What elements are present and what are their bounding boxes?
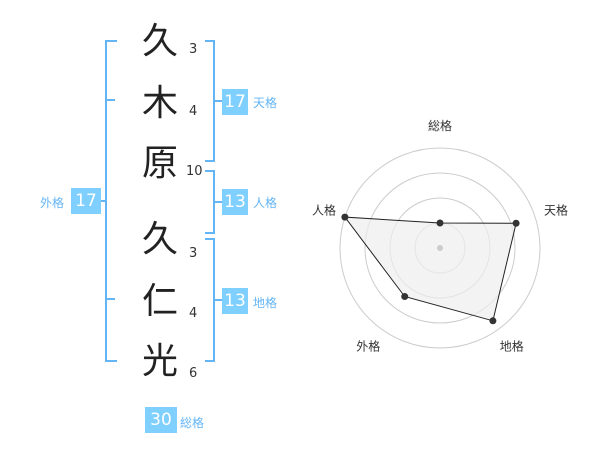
- surname-char-1: 久: [141, 21, 178, 62]
- jinkaku-value: 13: [222, 189, 248, 215]
- gaikaku-bracket-tick: [105, 298, 115, 300]
- surname-char-2: 木: [141, 83, 178, 124]
- chikaku-value: 13: [222, 288, 248, 314]
- given-stroke-2: 4: [189, 306, 198, 321]
- gaikaku-connector: [96, 200, 106, 202]
- gaikaku-label: 外格: [40, 196, 65, 210]
- soukaku-label: 総格: [180, 416, 205, 430]
- jinkaku-label: 人格: [253, 196, 278, 210]
- radar-axis-label: 総格: [428, 118, 452, 133]
- radar-center-point: [437, 245, 443, 251]
- jinkaku-connector: [213, 201, 222, 203]
- radar-axis-label: 外格: [356, 339, 380, 354]
- gaikaku-bracket-tick: [105, 99, 115, 101]
- given-char-1: 久: [141, 219, 178, 260]
- given-char-2: 仁: [141, 281, 178, 322]
- radar-axis-label: 人格: [312, 202, 336, 217]
- given-stroke-1: 3: [189, 246, 198, 261]
- radar-axis-label: 天格: [544, 202, 568, 217]
- radar-point: [436, 219, 444, 227]
- radar-point: [401, 293, 409, 301]
- tenkaku-connector: [213, 100, 222, 102]
- soukaku-value: 30: [145, 407, 177, 433]
- gaikaku-bracket: [105, 40, 117, 362]
- chikaku-connector: [213, 299, 222, 301]
- tenkaku-value: 17: [222, 89, 248, 115]
- given-char-3: 光: [141, 341, 178, 382]
- gaikaku-value: 17: [71, 188, 101, 214]
- radar-point: [512, 219, 520, 227]
- surname-stroke-3: 10: [186, 164, 203, 179]
- chikaku-label: 地格: [253, 296, 278, 310]
- radar-ring: [339, 147, 541, 349]
- tenkaku-label: 天格: [253, 96, 278, 110]
- radar-axis-label: 地格: [500, 339, 524, 354]
- radar-point: [489, 317, 497, 325]
- radar-ring: [364, 172, 516, 324]
- surname-stroke-1: 3: [189, 42, 198, 57]
- radar-area: [343, 216, 517, 322]
- radar-point: [341, 213, 349, 221]
- given-stroke-3: 6: [189, 366, 198, 381]
- surname-char-3: 原: [141, 143, 178, 184]
- surname-stroke-2: 4: [189, 104, 198, 119]
